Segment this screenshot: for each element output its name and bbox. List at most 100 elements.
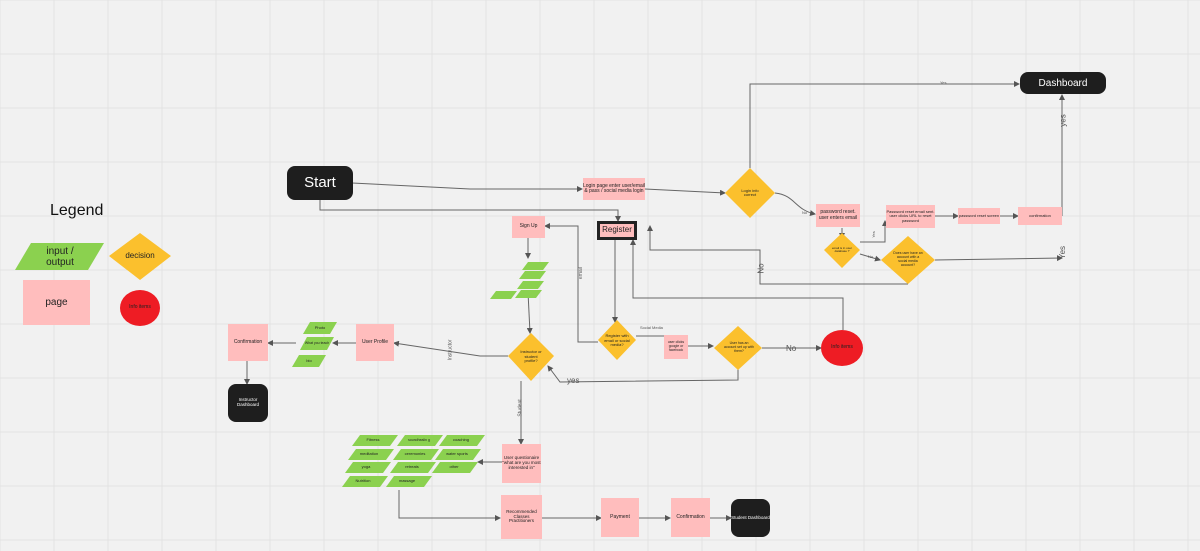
interest-shape-7 (345, 462, 391, 473)
interest-shape-2 (397, 435, 443, 446)
interest-label-2: soundhealin g (408, 437, 430, 442)
interest-shape-1 (352, 435, 398, 446)
recommended-node[interactable]: Recommended Classes Practitioners (501, 495, 542, 539)
password-reset-email-node[interactable]: Password reset email sent. user clicks U… (886, 205, 935, 228)
legend-info-items: Info items (120, 290, 160, 326)
edge-label-yes-small: Yes (870, 231, 876, 238)
edge-label-yes-top: Yes (940, 80, 947, 85)
user-profile-node[interactable]: User Profile (356, 324, 394, 361)
edge-label-yes-right: Yes (1058, 245, 1068, 260)
interest-shape-10 (342, 476, 388, 487)
info-items-node[interactable]: Info items (821, 330, 863, 366)
interest-shape-4 (348, 449, 394, 460)
teach-input-shape (300, 337, 334, 350)
signup-input-1 (522, 262, 549, 270)
interest-label-10: Nutrition (355, 478, 371, 484)
login-page-node[interactable]: Login page enter user/email & pass / soc… (583, 178, 645, 200)
password-reset-label: password reset. user enters email (818, 209, 858, 221)
edge-label-no-small: No (802, 210, 808, 215)
edge-instr-profile (393, 340, 508, 357)
sign-up-label: Sign Up (519, 223, 538, 230)
edge-social-yes (934, 255, 1063, 262)
info-items-label: Info items (831, 344, 853, 351)
confirmation-instr-label: Confirmation (233, 338, 263, 345)
legend-title: Legend (50, 202, 104, 219)
start-node[interactable]: Start (287, 166, 353, 200)
photo-input-shape (303, 322, 337, 334)
login-correct-label: Login info correct (741, 187, 759, 197)
edge-account-yes (547, 365, 739, 383)
sign-up-node[interactable]: Sign Up (512, 216, 545, 238)
dashboard-label: Dashboard (1038, 77, 1088, 89)
questionnaire-label: User questionaire "what are you most int… (502, 455, 541, 470)
payment-node[interactable]: Payment (601, 498, 639, 537)
dashboard-node[interactable]: Dashboard (1020, 72, 1106, 94)
user-clicks-google-node[interactable]: user clicks google or facebook (664, 335, 688, 359)
interest-label-3: coaching (452, 437, 469, 443)
edge-start-login (351, 182, 583, 192)
edge-label-instructor: Instructor (447, 339, 454, 361)
student-dashboard-node[interactable]: Student Dashboard (731, 499, 770, 537)
user-profile-label: User Profile (361, 338, 389, 345)
password-reset-screen-node[interactable]: password reset screen (958, 208, 1000, 224)
interest-label-11: massage (398, 478, 416, 484)
interest-label-8: retreats (405, 464, 419, 470)
bio-input-shape (292, 355, 326, 367)
legend-input-label: input / output (46, 245, 74, 268)
instr-decision-shape (508, 333, 554, 381)
register-decision-label: Register with email or social media? (604, 333, 630, 348)
edge-emaildb-social (859, 253, 881, 262)
signup-input-4 (515, 290, 542, 298)
legend-page-label: page (45, 297, 68, 308)
edge-label-social-media: Social Media (640, 325, 663, 330)
edge-label-no-mid: No (756, 263, 766, 274)
social-account-label: Does user have an account with a social … (893, 251, 923, 267)
legend-input-shape (15, 243, 104, 270)
edge-login-reset (774, 192, 816, 216)
questionnaire-node[interactable]: User questionaire "what are you most int… (502, 444, 541, 483)
confirmation-student-label: Confirmation (676, 513, 705, 520)
instructor-dashboard-node[interactable]: Instructor Dashboard (228, 384, 268, 422)
edge-label-email: email (577, 267, 584, 279)
payment-label: Payment (610, 513, 630, 520)
edge-social-no (647, 225, 908, 285)
signup-input-5 (490, 291, 517, 299)
legend-decision-shape (109, 233, 171, 280)
password-reset-node[interactable]: password reset. user enters email (816, 204, 860, 227)
legend-info-label: Info items (129, 304, 151, 311)
edge-login-decision (644, 188, 726, 196)
instructor-dashboard-label: Instructor Dashboard (236, 397, 259, 407)
confirmation-instr-node[interactable]: Confirmation (228, 324, 268, 361)
password-reset-screen-label: password reset screen (958, 212, 1000, 218)
edge-decision-signup (544, 223, 598, 343)
bio-label: bio (306, 357, 312, 363)
edge-emaildb-resetemail (860, 220, 888, 243)
signup-input-3 (517, 281, 544, 289)
confirmation-top-node[interactable]: confirmation (1018, 207, 1062, 225)
account-decision-shape (714, 326, 762, 370)
confirmation-student-node[interactable]: Confirmation (671, 498, 710, 537)
login-page-label: Login page enter user/email & pass / soc… (583, 182, 645, 194)
interest-label-4: meditation (359, 451, 379, 457)
login-correct-shape (725, 168, 775, 218)
social-account-shape (881, 236, 935, 284)
student-dashboard-label: Student Dashboard (731, 514, 770, 520)
register-node[interactable]: Register (597, 221, 637, 240)
edge-label-no-small2: No (868, 254, 874, 259)
interest-shape-3 (439, 435, 485, 446)
edge-label-yes-bottom: yes (567, 376, 580, 385)
confirmation-top-label: confirmation (1029, 212, 1051, 218)
user-clicks-google-label: user clicks google or facebook (667, 340, 685, 352)
edge-info-register (630, 239, 844, 330)
edge-label-yes-vertical: yes (1058, 114, 1068, 127)
interest-shape-6 (435, 449, 481, 460)
photo-label: Photo (314, 324, 326, 330)
interest-label-9: other (449, 464, 459, 470)
edge-label-no-info: No (786, 344, 797, 353)
account-decision-label: User has an account set up with them? (724, 341, 754, 353)
email-db-shape (824, 233, 860, 268)
interest-shape-8 (390, 462, 436, 473)
